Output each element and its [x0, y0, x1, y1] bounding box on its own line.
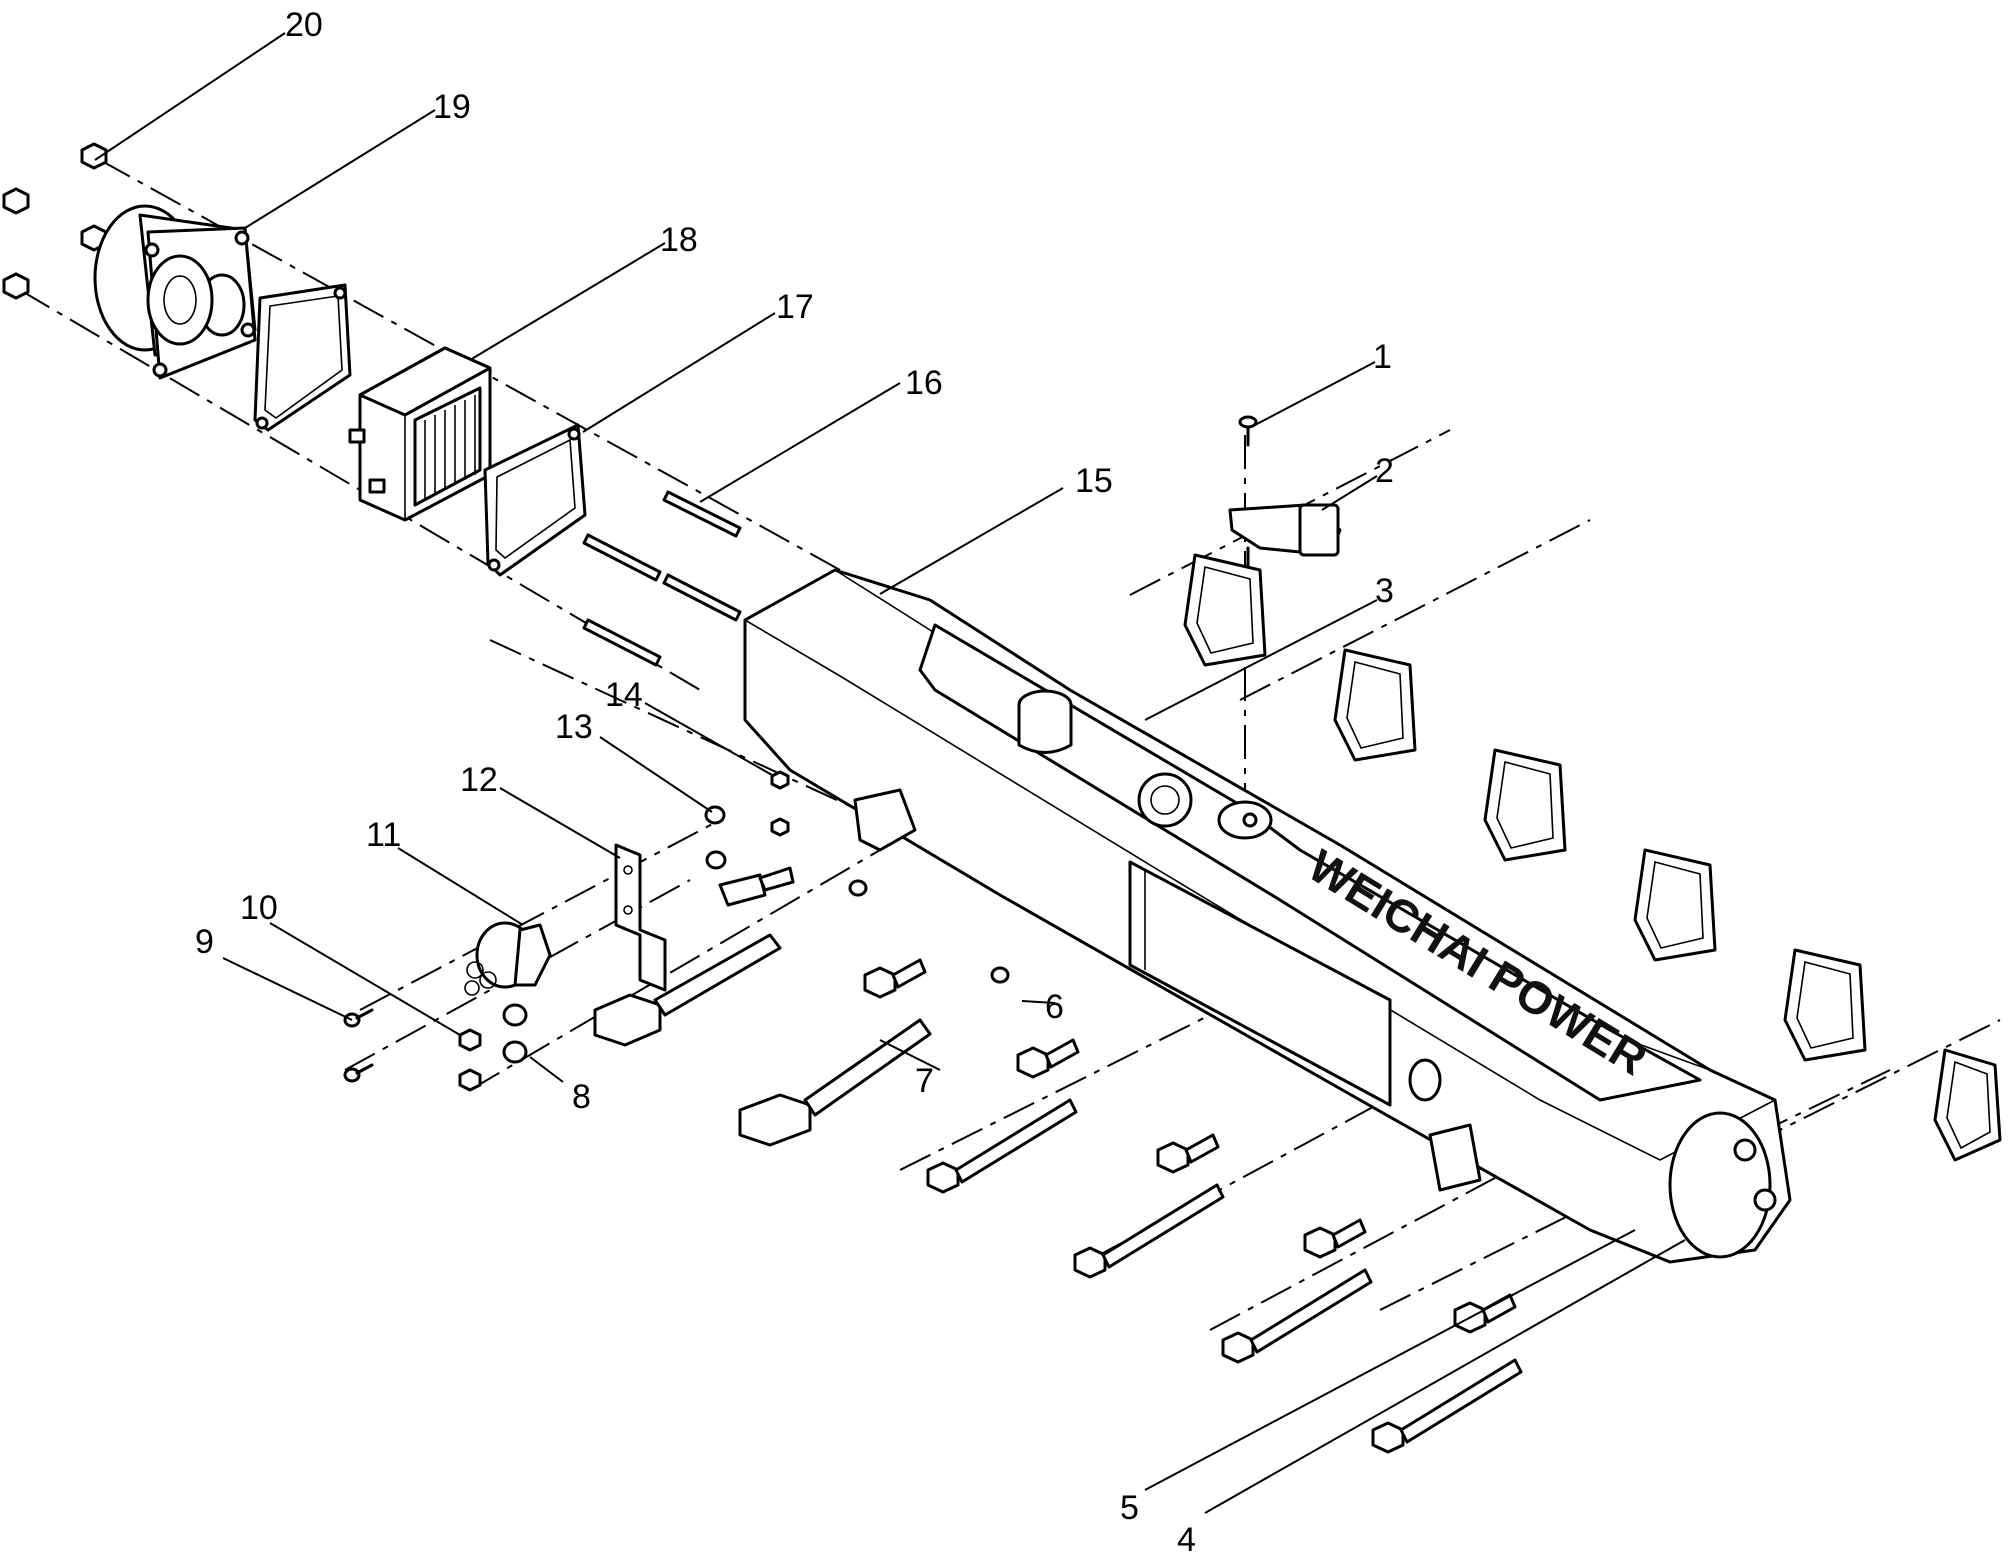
part-2-sensor [1228, 503, 1342, 567]
callout-19: 19 [433, 88, 471, 126]
callout-20: 20 [285, 6, 323, 44]
leader-lines [94, 32, 1686, 1514]
part-10-bolts [458, 1028, 482, 1092]
callout-9: 9 [195, 923, 214, 961]
callout-1: 1 [1373, 338, 1392, 376]
callout-11: 11 [366, 816, 401, 854]
part-3-gaskets [1183, 553, 2002, 1162]
part-5-short-bolts [863, 958, 1517, 1334]
part-17-gasket [483, 423, 587, 577]
callout-10: 10 [240, 889, 278, 927]
part-11-temperature-sender [464, 921, 552, 996]
callout-8: 8 [572, 1078, 591, 1116]
callout-7: 7 [915, 1062, 934, 1100]
part-7-spacer-bolts [593, 866, 932, 1147]
part-18-heater-box [348, 346, 492, 522]
callout-6: 6 [1045, 988, 1064, 1026]
part-16-studs [582, 490, 742, 667]
callout-labels: 20 19 18 17 16 15 1 2 3 4 5 6 7 8 9 10 1… [195, 6, 1394, 1559]
part-8-washers [502, 1003, 528, 1064]
part-9-screws [343, 1008, 374, 1083]
part-12-bracket [614, 843, 667, 992]
part-4-long-bolts [926, 1098, 1523, 1454]
callout-14: 14 [605, 676, 643, 714]
callout-12: 12 [460, 761, 498, 799]
gasket-upper [253, 283, 352, 432]
part-13-washers [704, 805, 727, 870]
callout-2: 2 [1375, 452, 1394, 490]
part-14-nuts [770, 770, 790, 837]
part-15-exhaust-manifold: WEICHAI POWER [743, 568, 1792, 1264]
callout-15: 15 [1075, 462, 1113, 500]
part-6-washers [848, 879, 1010, 984]
callout-16: 16 [905, 364, 943, 402]
callout-5: 5 [1120, 1489, 1139, 1527]
callout-13: 13 [555, 708, 593, 746]
callout-17: 17 [776, 288, 814, 326]
callout-3: 3 [1375, 572, 1394, 610]
callout-18: 18 [660, 221, 698, 259]
part-1-screw [1238, 415, 1258, 447]
part-19-elbow-flange [93, 204, 257, 380]
part-20-nuts [2, 142, 108, 300]
callout-4: 4 [1177, 1521, 1196, 1559]
